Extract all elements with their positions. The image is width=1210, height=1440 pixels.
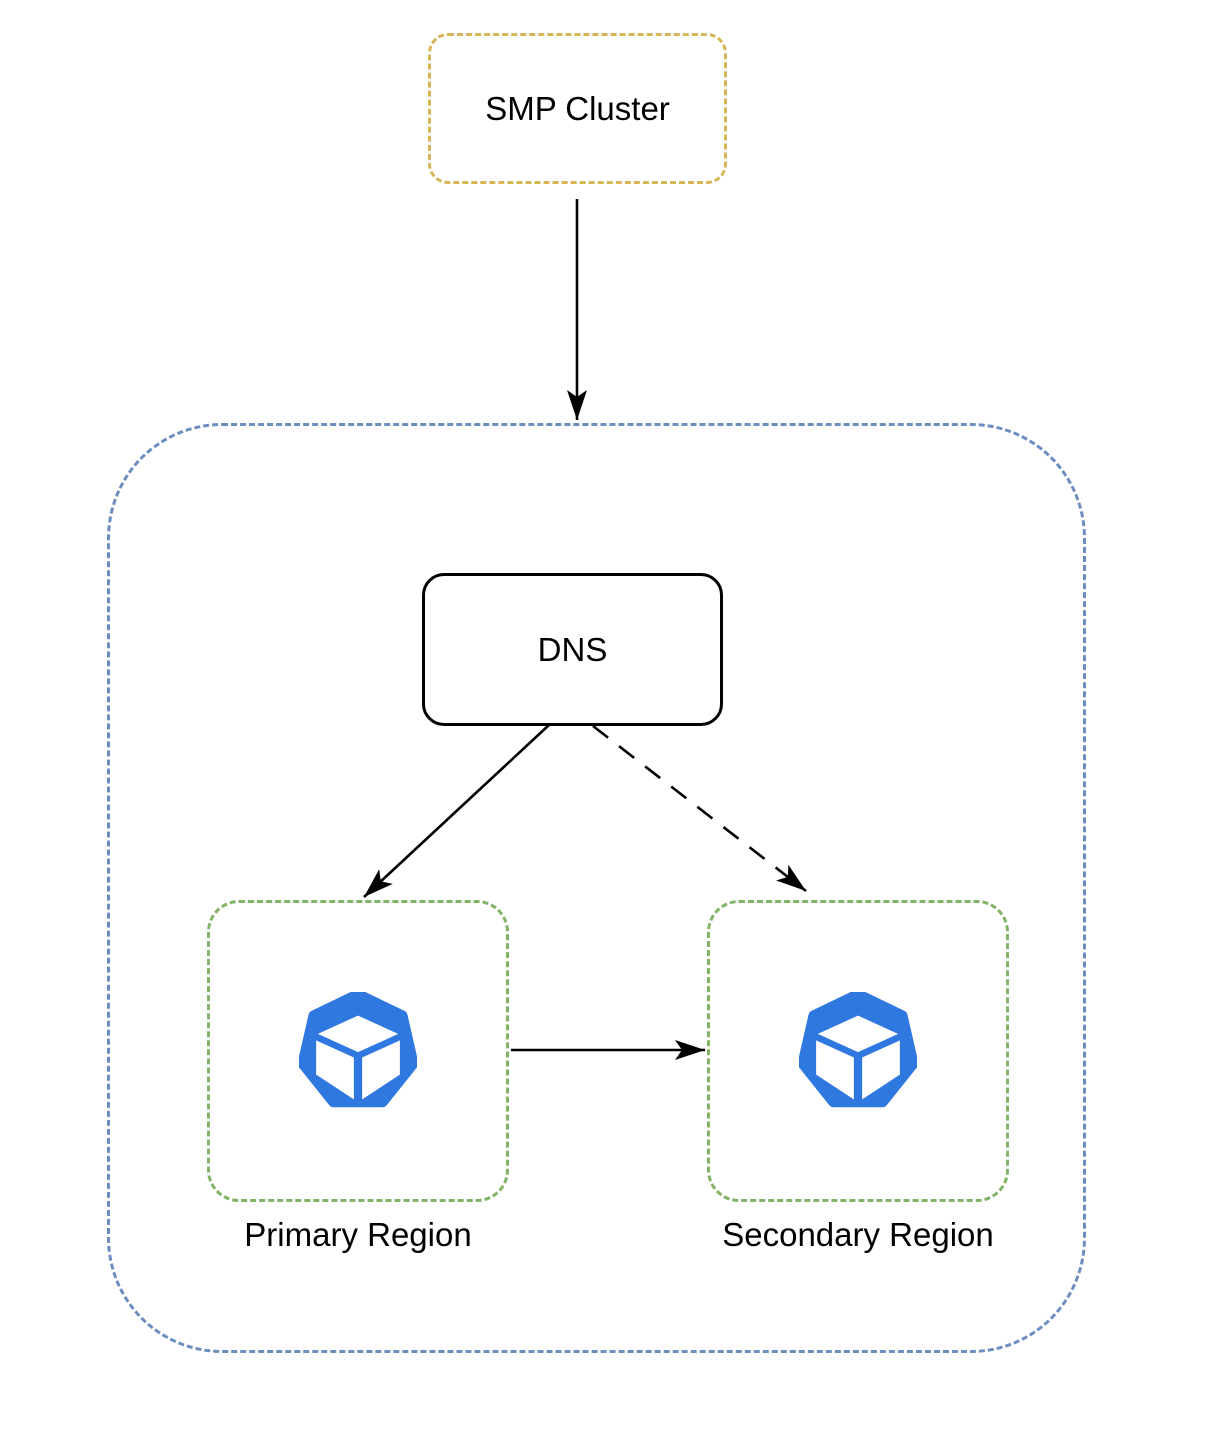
cube-glyph [816, 1015, 900, 1100]
smp-cluster-label: SMP Cluster [485, 89, 670, 127]
node-primary-region [207, 900, 509, 1202]
node-smp-cluster: SMP Cluster [428, 33, 727, 184]
node-cluster-container [107, 423, 1086, 1353]
workload-cube-heptagon-icon [299, 992, 417, 1108]
cube-glyph [316, 1015, 400, 1100]
workload-cube-heptagon-icon [799, 992, 917, 1108]
dns-label: DNS [537, 630, 608, 668]
node-dns: DNS [422, 573, 723, 726]
secondary-region-label: Secondary Region [722, 1216, 994, 1253]
primary-region-label: Primary Region [244, 1216, 472, 1253]
node-secondary-region [707, 900, 1009, 1202]
